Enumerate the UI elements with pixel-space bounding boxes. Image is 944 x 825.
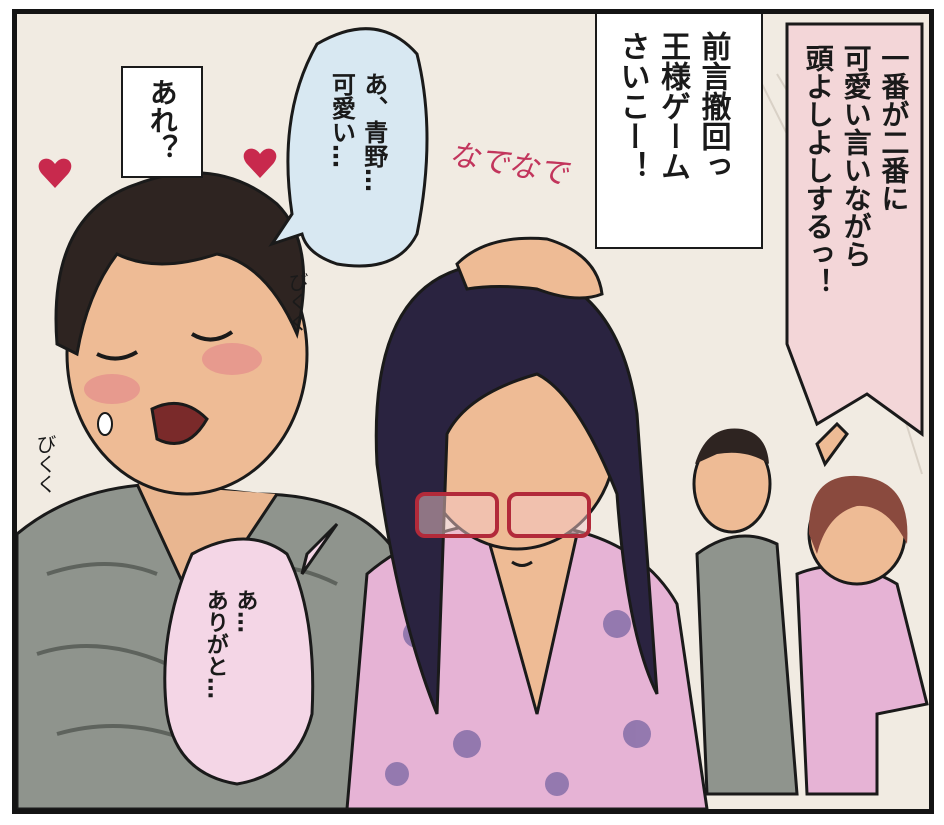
speech-girl-text: あ… ありがと… bbox=[200, 589, 259, 769]
sfx-giggle-2: びくく bbox=[33, 434, 57, 494]
caption-are: あれ？ bbox=[121, 66, 203, 178]
sweat-drop-icon bbox=[97, 412, 113, 436]
background-woman bbox=[795, 564, 929, 796]
caption-king-game-line1: 前言撤回っ bbox=[695, 31, 731, 181]
shout-burst bbox=[785, 22, 924, 437]
caption-king-game: 前言撤回っ 王様ゲーム さいこー！ bbox=[595, 14, 763, 249]
girl-glasses bbox=[415, 492, 499, 538]
boy-hair bbox=[54, 171, 306, 357]
shout-text: 一番が二番に 可愛い言いながら 頭よしよしするっ！ bbox=[799, 44, 912, 374]
speech-bubble-boy bbox=[268, 27, 429, 268]
caption-king-game-line3: さいこー！ bbox=[614, 31, 650, 181]
shout-line2: 可愛い言いながら bbox=[839, 44, 873, 268]
shout-line3: 頭よしよしするっ！ bbox=[801, 44, 835, 296]
sfx-giggle-1: びくく bbox=[285, 272, 309, 332]
manga-panel: あれ？ 前言撤回っ 王様ゲーム さいこー！ 一番が二番に 可愛い言いながら 頭よ… bbox=[12, 9, 934, 814]
heart-icon bbox=[243, 148, 277, 178]
speech-boy-text: あ、青野… 可愛い… bbox=[325, 72, 390, 252]
panel-artwork bbox=[17, 22, 929, 809]
speech-girl-line2: ありがと… bbox=[202, 589, 228, 699]
caption-king-game-line2: 王様ゲーム bbox=[655, 31, 690, 181]
heart-icon bbox=[38, 158, 72, 188]
patting-hand bbox=[455, 236, 604, 300]
speech-bubble-girl bbox=[163, 522, 339, 786]
speech-girl-line1: あ… bbox=[232, 589, 258, 633]
caption-are-text: あれ？ bbox=[145, 78, 179, 162]
speech-boy-line2: 可愛い… bbox=[327, 72, 356, 168]
shout-line1: 一番が二番に bbox=[877, 44, 911, 212]
speech-boy-line1: あ、青野… bbox=[359, 72, 388, 192]
background-man bbox=[695, 534, 799, 796]
